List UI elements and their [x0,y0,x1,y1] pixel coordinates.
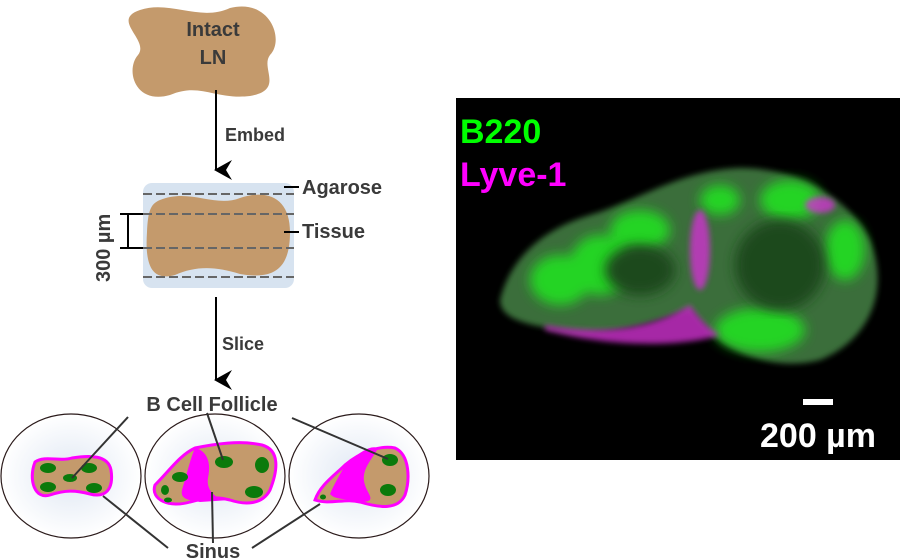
tissue-label: Tissue [302,221,365,243]
intact-lymph-node: Intact LN [128,6,276,97]
scale-bar-label: 200 µm [760,417,876,455]
thickness-label: 300 µm [93,214,115,282]
embed-label: Embed [225,125,285,145]
agarose-block: Agarose Tissue 300 µm [93,177,382,288]
slice-3 [288,413,430,539]
slice-2 [144,413,286,539]
micrograph: B220 Lyve-1 200 µm [456,98,900,460]
b220-label: B220 [460,113,541,151]
leader-lines [71,412,389,549]
intact-label-2: LN [200,47,227,69]
scale-bar [803,399,833,405]
agarose-label: Agarose [302,177,382,199]
lyve1-label: Lyve-1 [460,156,566,194]
slice-label: Slice [222,334,264,354]
intact-label-1: Intact [186,19,240,41]
follicle-label: B Cell Follicle [146,394,277,416]
slice-1 [0,413,142,539]
sinus-label: Sinus [186,541,240,559]
